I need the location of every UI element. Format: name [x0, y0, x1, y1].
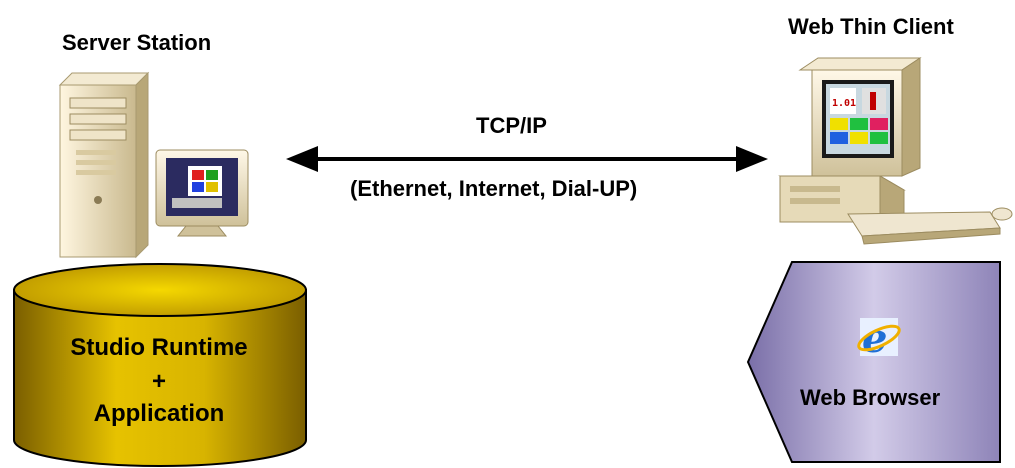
- cylinder-line-3: Application: [93, 400, 225, 427]
- cylinder-line-2: +: [151, 368, 166, 395]
- web-browser-shape: [746, 261, 1001, 463]
- client-workstation-icon: 1.01: [778, 57, 1013, 245]
- svg-text:1.01: 1.01: [832, 98, 856, 109]
- protocol-label: TCP/IP: [476, 113, 547, 138]
- ie-logo-icon: e: [857, 315, 901, 362]
- server-monitor-icon: [155, 149, 249, 237]
- network-media-label: (Ethernet, Internet, Dial-UP): [350, 176, 638, 201]
- server-tower-icon: [58, 71, 150, 259]
- tcp-ip-double-arrow: [286, 146, 768, 172]
- web-browser-label: Web Browser: [800, 385, 941, 410]
- web-thin-client-title: Web Thin Client: [788, 14, 954, 39]
- cylinder-line-1: Studio Runtime: [70, 334, 248, 361]
- server-station-title: Server Station: [62, 30, 212, 55]
- svg-text:e: e: [862, 315, 887, 362]
- runtime-database-cylinder: [13, 263, 307, 467]
